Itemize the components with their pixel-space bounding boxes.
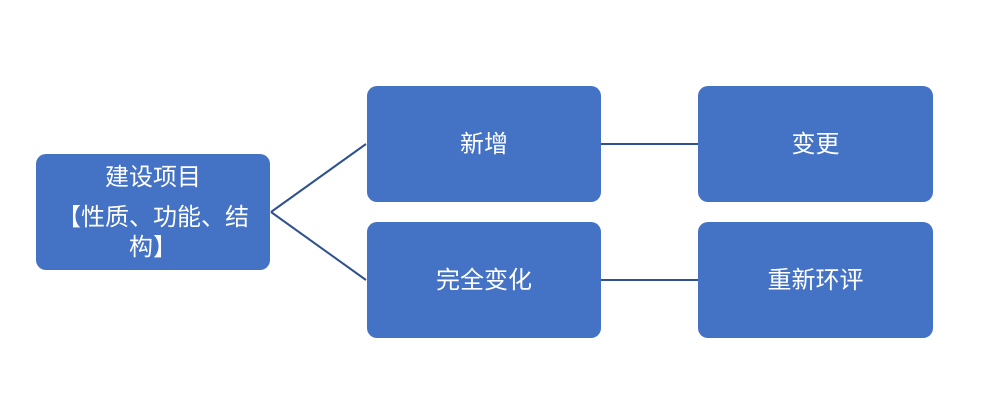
connector-root-to-complete <box>270 211 367 281</box>
branch-node-add: 新增 <box>367 86 601 202</box>
result-node-change-label: 变更 <box>791 130 840 158</box>
root-node-construction-project: 建设项目 【性质、功能、结构】 <box>36 154 270 270</box>
connector-root-to-add <box>270 143 367 213</box>
branch-node-complete-change-label: 完全变化 <box>436 266 532 294</box>
root-node-title: 建设项目 <box>105 163 201 191</box>
branch-node-complete-change: 完全变化 <box>367 222 601 338</box>
root-node-subtitle: 【性质、功能、结构】 <box>57 203 249 261</box>
branch-node-add-label: 新增 <box>460 130 508 158</box>
result-node-reevaluation: 重新环评 <box>698 222 933 338</box>
result-node-reevaluation-label: 重新环评 <box>767 266 864 294</box>
result-node-change: 变更 <box>698 86 933 202</box>
